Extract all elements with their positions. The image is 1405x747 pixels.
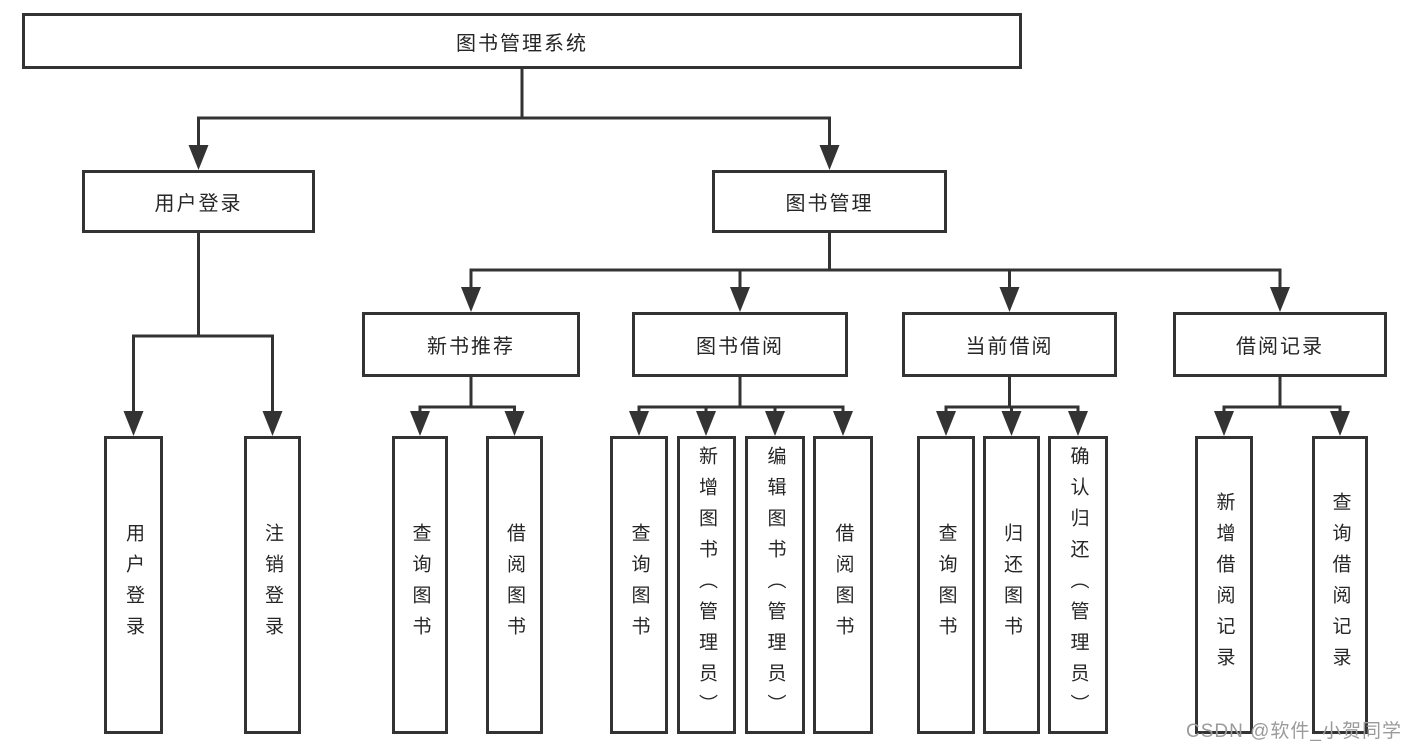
arrowhead-icon xyxy=(819,145,840,170)
arrowhead-icon xyxy=(123,411,144,436)
arrowhead-icon xyxy=(1068,411,1088,436)
node-leaf-edit-book-admin: 编辑图书（管理员） xyxy=(745,436,805,734)
arrowhead-icon xyxy=(999,287,1020,312)
node-root: 图书管理系统 xyxy=(22,13,1022,69)
arrowhead-icon xyxy=(461,287,481,312)
node-leaf-logout: 注销登录 xyxy=(244,436,301,734)
node-leaf-query-borrow-record: 查询借阅记录 xyxy=(1312,436,1368,734)
node-current-borrow: 当前借阅 xyxy=(902,312,1117,377)
node-leaf-add-borrow-record: 新增借阅记录 xyxy=(1195,436,1253,734)
arrowhead-icon xyxy=(504,411,525,436)
arrowhead-icon xyxy=(1270,287,1290,312)
arrowhead-icon xyxy=(765,411,785,436)
node-leaf-query-books-2: 查询图书 xyxy=(610,436,668,734)
node-leaf-confirm-return-admin: 确认归还（管理员） xyxy=(1048,436,1108,734)
arrowhead-icon xyxy=(410,411,430,436)
node-leaf-add-book-admin: 新增图书（管理员） xyxy=(677,436,736,734)
node-book-mgmt-branch: 图书管理 xyxy=(712,170,947,233)
arrowhead-icon xyxy=(1001,411,1022,436)
node-borrow-records: 借阅记录 xyxy=(1173,312,1387,377)
arrowhead-icon xyxy=(188,145,209,170)
node-leaf-borrow-books-1: 借阅图书 xyxy=(486,436,543,734)
arrowhead-icon xyxy=(833,411,853,436)
arrowhead-icon xyxy=(1330,411,1350,436)
arrowhead-icon xyxy=(262,411,283,436)
arrowhead-icon xyxy=(730,287,750,312)
node-login-branch: 用户登录 xyxy=(82,170,315,233)
node-book-borrow: 图书借阅 xyxy=(632,312,848,377)
watermark: CSDN @软件_小贺同学 xyxy=(1186,721,1402,742)
node-leaf-query-books-1: 查询图书 xyxy=(392,436,448,734)
arrowhead-icon xyxy=(696,411,716,436)
arrowhead-icon xyxy=(629,411,649,436)
node-leaf-user-login: 用户登录 xyxy=(104,436,163,734)
node-new-book-rec: 新书推荐 xyxy=(362,312,580,377)
arrowhead-icon xyxy=(1214,411,1234,436)
node-leaf-borrow-books-2: 借阅图书 xyxy=(813,436,873,734)
node-leaf-return-book: 归还图书 xyxy=(983,436,1040,734)
node-leaf-query-books-3: 查询图书 xyxy=(917,436,975,734)
arrowhead-icon xyxy=(936,411,956,436)
